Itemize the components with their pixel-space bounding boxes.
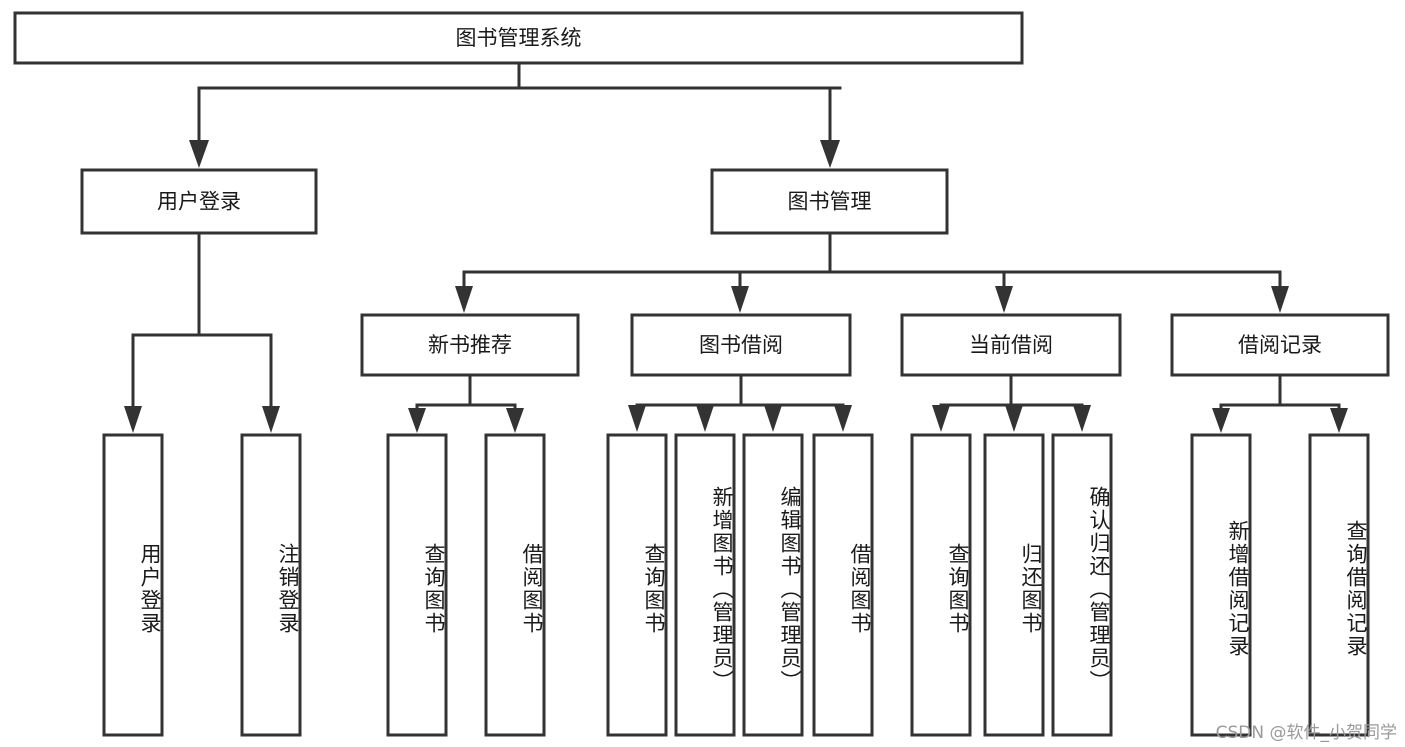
arrow-head-leaf-add-borrow-record — [1212, 408, 1230, 433]
arrow-head-leaf-confirm-return — [1073, 405, 1091, 432]
node-box-leaf-borrow-book-1[interactable] — [484, 433, 546, 737]
node-box-leaf-borrow-book-2[interactable] — [812, 433, 874, 737]
node-box-leaf-user-login[interactable] — [102, 433, 164, 737]
node-label-borrow-record: 借阅记录 — [1238, 333, 1322, 357]
node-box-leaf-confirm-return[interactable] — [1051, 433, 1113, 737]
node-box-leaf-query-book-3[interactable] — [910, 433, 972, 737]
connector-group-book-management — [455, 231, 1289, 313]
arrow-head-leaf-logout — [262, 406, 280, 433]
arrow-head-new-book-recommend — [455, 286, 473, 313]
node-box-user-login[interactable] — [80, 168, 318, 235]
node-boxes-layer — [13, 11, 1390, 737]
node-box-leaf-add-book[interactable] — [674, 433, 736, 737]
connector-group-user-login — [124, 231, 280, 433]
arrow-head-leaf-edit-book — [764, 405, 782, 432]
arrow-head-leaf-query-book-3 — [932, 405, 950, 432]
node-box-leaf-logout[interactable] — [240, 433, 302, 737]
arrow-head-leaf-borrow-book-1 — [506, 408, 524, 433]
arrow-head-leaf-user-login — [124, 406, 142, 433]
arrow-head-user-login — [189, 140, 209, 168]
arrow-head-book-management — [820, 140, 840, 168]
arrow-head-leaf-return-book — [1005, 405, 1023, 432]
arrow-head-leaf-query-book-2 — [628, 405, 646, 432]
node-label-user-login: 用户登录 — [157, 190, 241, 214]
node-label-root: 图书管理系统 — [456, 26, 582, 50]
node-box-book-borrow[interactable] — [630, 313, 852, 377]
connector-group-new-book-recommend — [408, 373, 524, 433]
connector-group-current-borrow — [932, 373, 1091, 432]
node-box-leaf-query-book-2[interactable] — [606, 433, 668, 737]
node-box-leaf-query-borrow-record[interactable] — [1308, 433, 1370, 737]
node-box-book-management[interactable] — [710, 168, 949, 235]
arrow-head-leaf-borrow-book-2 — [834, 405, 852, 432]
node-label-current-borrow: 当前借阅 — [969, 333, 1053, 357]
node-box-leaf-return-book[interactable] — [983, 433, 1045, 737]
connector-group-borrow-record — [1212, 373, 1348, 433]
connector-group-root — [189, 61, 842, 168]
node-box-leaf-query-book-1[interactable] — [386, 433, 448, 737]
node-label-book-borrow: 图书借阅 — [699, 333, 783, 357]
watermark-text: CSDN @软件_小贺同学 — [1215, 723, 1397, 743]
node-label-new-book-recommend: 新书推荐 — [428, 333, 512, 357]
node-box-current-borrow[interactable] — [900, 313, 1122, 377]
arrow-head-book-borrow — [731, 286, 749, 313]
arrow-head-leaf-add-book — [696, 405, 714, 432]
connector-group-book-borrow — [628, 373, 852, 432]
arrow-head-leaf-query-borrow-record — [1330, 408, 1348, 433]
node-box-borrow-record[interactable] — [1170, 313, 1390, 377]
node-box-leaf-edit-book[interactable] — [742, 433, 804, 737]
node-box-root[interactable] — [13, 11, 1024, 65]
arrow-head-borrow-record — [1271, 286, 1289, 313]
node-label-book-management: 图书管理 — [788, 190, 872, 214]
arrow-head-leaf-query-book-1 — [408, 408, 426, 433]
node-box-new-book-recommend[interactable] — [360, 313, 580, 377]
arrow-head-current-borrow — [995, 286, 1013, 313]
node-box-leaf-add-borrow-record[interactable] — [1190, 433, 1252, 737]
